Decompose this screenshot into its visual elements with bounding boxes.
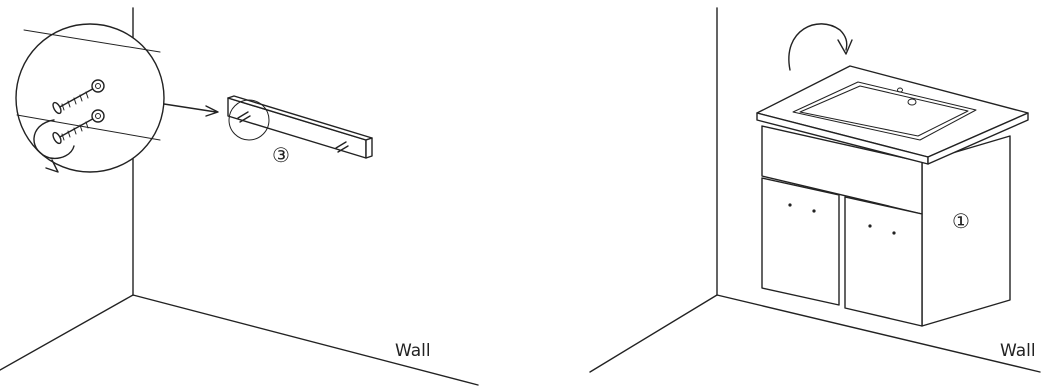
detail-pointer-arrow	[163, 103, 219, 117]
screw-mark-icon	[335, 141, 349, 153]
door-knob-icon	[868, 224, 872, 228]
right-panel: ① Wall	[589, 7, 1041, 373]
rail-highlight-circle	[228, 99, 270, 141]
basin-bowl	[792, 81, 977, 141]
wall-plug-icon	[91, 79, 105, 93]
mounting-rail	[227, 95, 373, 159]
rotate-arrow-icon	[33, 119, 75, 160]
left-panel: ③ Wall	[0, 7, 479, 386]
cabinet-door-left	[761, 177, 840, 306]
screw-detail-magnifier	[15, 23, 165, 173]
left-wall-label: Wall	[395, 341, 431, 361]
rotate-arrowhead-icon	[45, 159, 59, 173]
hang-rotate-arrow-icon	[788, 23, 848, 71]
hang-rotate-arrowhead-icon	[837, 39, 853, 55]
part-number-1: ①	[952, 209, 970, 233]
cabinet-door-right	[844, 196, 923, 327]
part-number-3: ③	[272, 143, 290, 167]
door-knob-icon	[812, 209, 816, 213]
vanity-basin-top	[756, 65, 1029, 165]
door-knob-icon	[788, 203, 792, 207]
door-knob-icon	[892, 231, 896, 235]
vanity-cabinet	[761, 125, 1011, 327]
basin-inner-rim	[799, 85, 969, 137]
screw-icon	[52, 115, 99, 145]
screw-mark-icon	[237, 111, 251, 123]
faucet-hole-icon	[907, 98, 917, 106]
wall-plug-icon	[91, 109, 105, 123]
screw-icon	[52, 85, 99, 115]
overflow-hole-icon	[897, 87, 903, 93]
countertop-side-edge	[927, 112, 1029, 165]
right-wall-corner	[589, 7, 1041, 373]
right-wall-label: Wall	[1000, 341, 1036, 361]
